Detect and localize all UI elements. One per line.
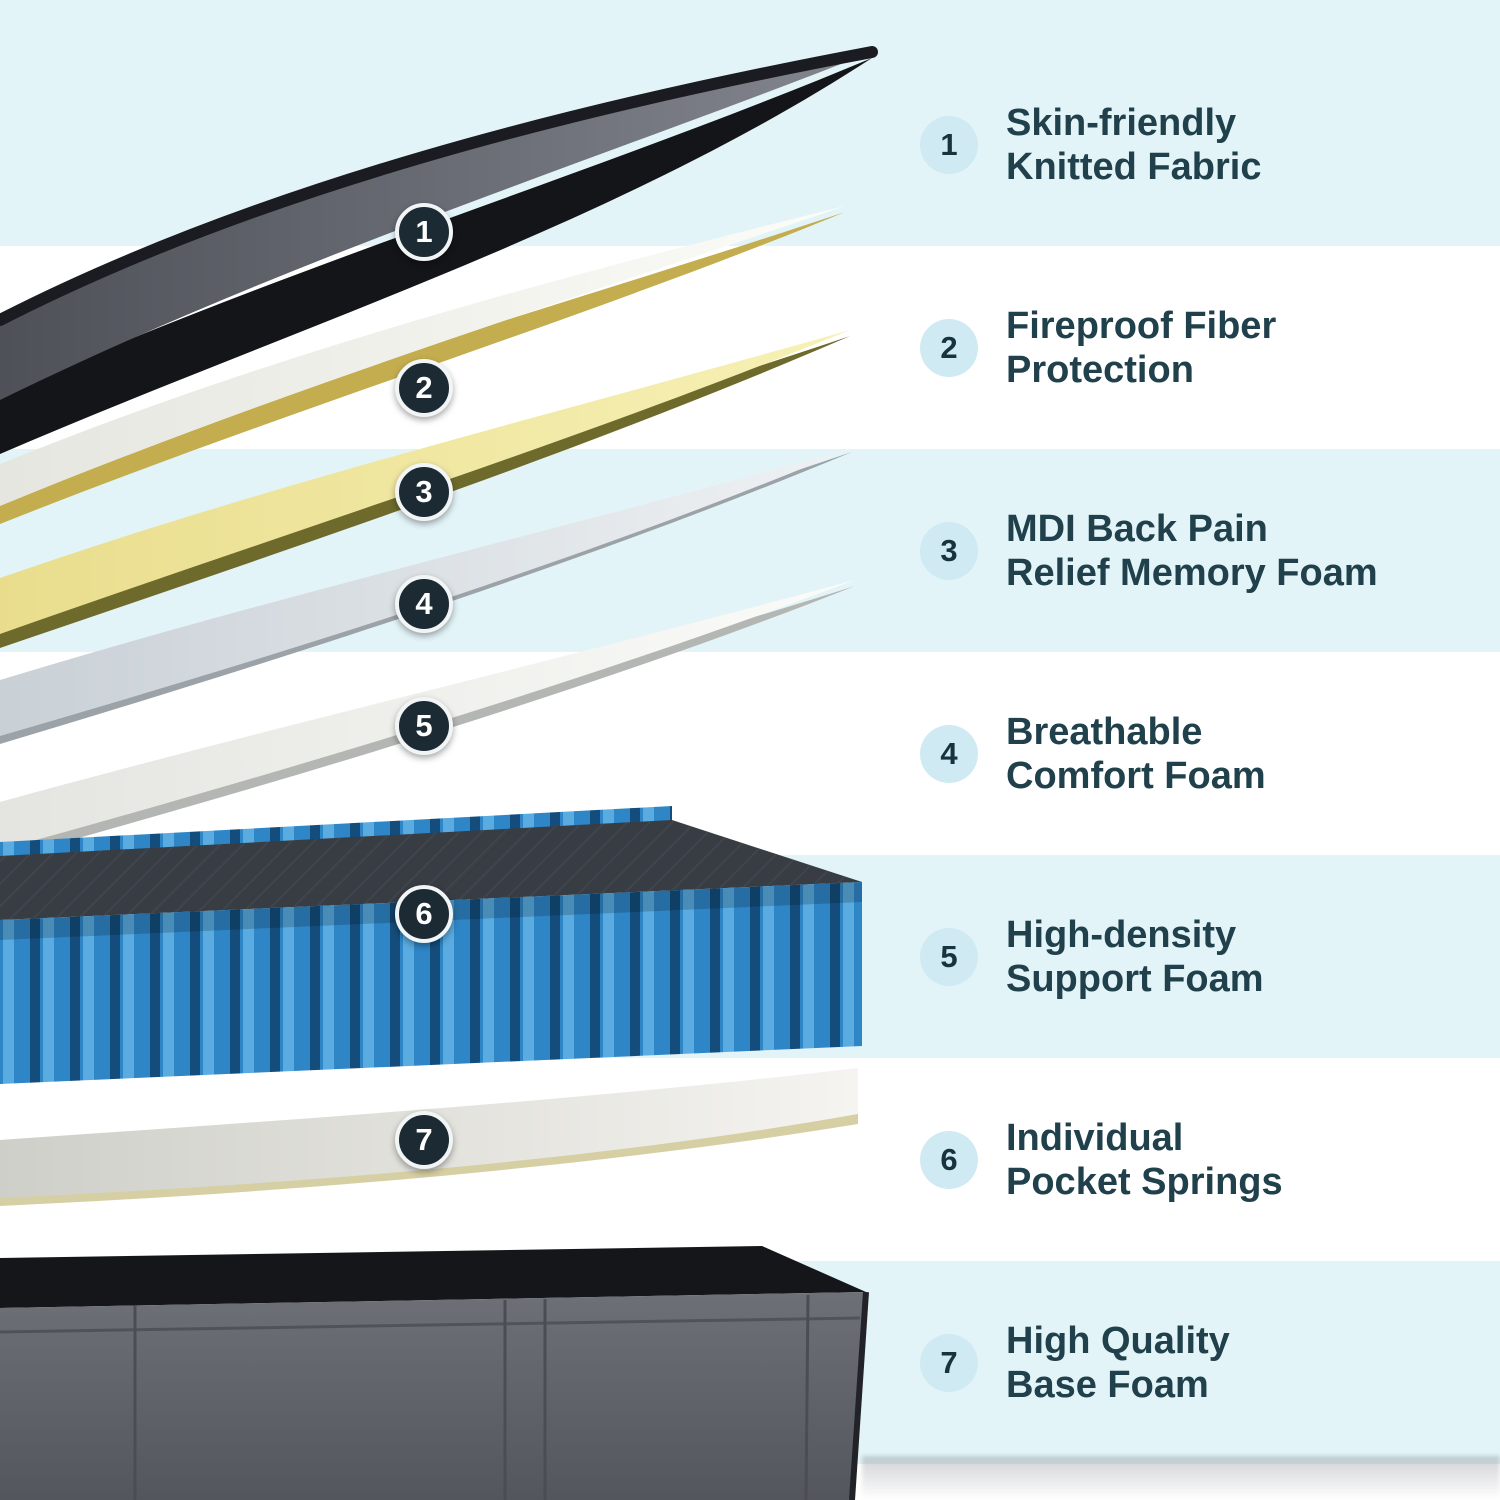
legend-number-circle: 3 <box>920 522 978 580</box>
legend-item-memory-foam: 3 MDI Back Pain Relief Memory Foam <box>920 501 1480 601</box>
legend-label: Individual Pocket Springs <box>1006 1116 1283 1204</box>
layer-badge-6: 6 <box>395 885 453 943</box>
legend-item-pocket-springs: 6 Individual Pocket Springs <box>920 1110 1480 1210</box>
layer-badge-3: 3 <box>395 463 453 521</box>
legend-label-line1: Individual <box>1006 1116 1184 1159</box>
legend-item-comfort-foam: 4 Breathable Comfort Foam <box>920 704 1480 804</box>
legend-label-line2: Protection <box>1006 349 1194 391</box>
legend-label-line2: Knitted Fabric <box>1006 146 1262 188</box>
legend-label: High-density Support Foam <box>1006 913 1264 1001</box>
legend-label: High Quality Base Foam <box>1006 1319 1230 1407</box>
legend-label: MDI Back Pain Relief Memory Foam <box>1006 507 1378 595</box>
legend-label-line2: Relief Memory Foam <box>1006 552 1378 594</box>
floor-reflection <box>862 1456 1500 1500</box>
legend-number-circle: 4 <box>920 725 978 783</box>
legend-label-line2: Pocket Springs <box>1006 1161 1283 1203</box>
legend-number-circle: 7 <box>920 1334 978 1392</box>
legend-item-fireproof-fiber: 2 Fireproof Fiber Protection <box>920 298 1480 398</box>
layer-badge-7: 7 <box>395 1111 453 1169</box>
legend-label-line1: Skin-friendly <box>1006 101 1237 144</box>
legend-label: Fireproof Fiber Protection <box>1006 304 1276 392</box>
legend-label-line1: MDI Back Pain <box>1006 507 1268 550</box>
legend-label-line1: Breathable <box>1006 710 1203 753</box>
legend-number-circle: 2 <box>920 319 978 377</box>
legend-label-line1: Fireproof Fiber <box>1006 304 1277 347</box>
legend-label: Skin-friendly Knitted Fabric <box>1006 101 1261 189</box>
legend-item-knitted-fabric: 1 Skin-friendly Knitted Fabric <box>920 95 1480 195</box>
layer-badge-1: 1 <box>395 203 453 261</box>
layer-badge-4: 4 <box>395 575 453 633</box>
legend-label: Breathable Comfort Foam <box>1006 710 1266 798</box>
legend-item-support-foam: 5 High-density Support Foam <box>920 907 1480 1007</box>
pocket-springs-layer <box>0 806 862 1084</box>
legend-label-line2: Support Foam <box>1006 958 1264 1000</box>
legend-label-line2: Base Foam <box>1006 1364 1209 1406</box>
mattress-base <box>0 1246 869 1500</box>
legend-number-circle: 6 <box>920 1131 978 1189</box>
legend-label-line1: High Quality <box>1006 1319 1230 1362</box>
legend-item-base-foam: 7 High Quality Base Foam <box>920 1313 1480 1413</box>
legend-number-circle: 5 <box>920 928 978 986</box>
legend-label-line1: High-density <box>1006 913 1237 956</box>
layer-badge-5: 5 <box>395 697 453 755</box>
mattress-exploded-diagram <box>0 46 878 1500</box>
layer-badge-2: 2 <box>395 359 453 417</box>
legend-number-circle: 1 <box>920 116 978 174</box>
legend-label-line2: Comfort Foam <box>1006 755 1266 797</box>
